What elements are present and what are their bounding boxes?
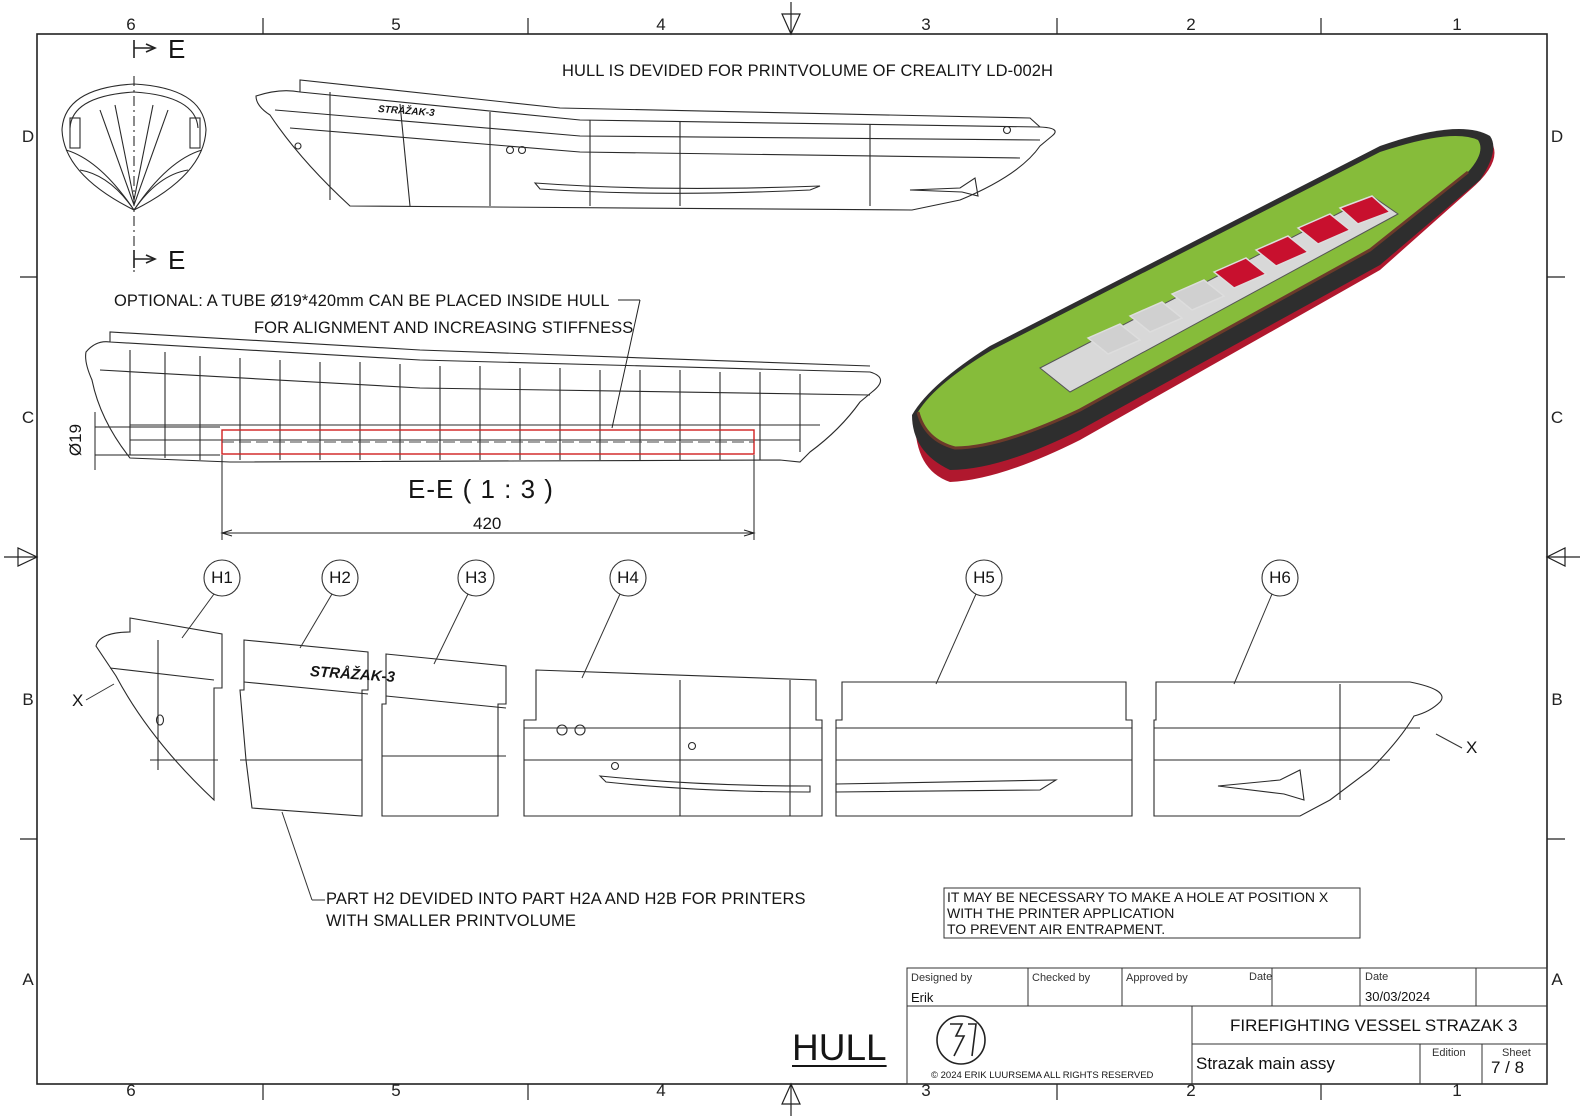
zone-top-5: 5	[391, 15, 401, 34]
air-entrapment-note-box	[943, 887, 1361, 939]
date-label-approval: Date	[1249, 971, 1273, 983]
zone-left-d: D	[21, 127, 35, 146]
optional-tube-note-line2: FOR ALIGNMENT AND INCREASING STIFFNESS	[254, 319, 634, 337]
tube-length-dimension: 420	[473, 514, 502, 533]
zone-top-6: 6	[126, 15, 136, 34]
balloon-h1: H1	[211, 568, 233, 587]
centering-marks	[4, 2, 1580, 1116]
zone-right-a: A	[1551, 970, 1563, 989]
optional-tube-note-line1: OPTIONAL: A TUBE Ø19*420mm CAN BE PLACED…	[114, 292, 610, 310]
balloon-h2: H2	[329, 568, 351, 587]
zone-bottom-3: 3	[921, 1081, 931, 1100]
air-note-line3: TO PREVENT AIR ENTRAPMENT.	[947, 921, 1166, 937]
zone-bottom-1: 1	[1452, 1081, 1462, 1100]
zone-top-2: 2	[1186, 15, 1196, 34]
balloon-h5: H5	[973, 568, 995, 587]
date-label: Date	[1365, 971, 1389, 983]
tube-diameter-dimension: Ø19	[66, 423, 86, 457]
hold-compartments	[1086, 195, 1392, 355]
segment-h6	[1153, 681, 1443, 817]
zone-bottom-2: 2	[1186, 1081, 1196, 1100]
hull-split-note: HULL IS DEVIDED FOR PRINTVOLUME OF CREAL…	[562, 62, 1054, 80]
sheet-label: Sheet	[1502, 1047, 1531, 1059]
h2-split-note-line2: WITH SMALLER PRINTVOLUME	[326, 912, 576, 930]
zone-top-4: 4	[656, 15, 666, 34]
approved-by-label: Approved by	[1126, 972, 1188, 984]
zone-bottom-4: 4	[656, 1081, 666, 1100]
segment-h2	[239, 639, 369, 817]
balloon-leaders	[85, 593, 1463, 901]
position-x-left: X	[72, 691, 84, 710]
zone-right-d: D	[1550, 127, 1564, 146]
zone-right-c: C	[1550, 408, 1564, 427]
section-marker-top: E	[168, 34, 186, 64]
checked-by-label: Checked by	[1032, 972, 1091, 984]
position-x-right: X	[1466, 738, 1478, 757]
segment-h3	[381, 653, 507, 817]
balloon-h3: H3	[465, 568, 487, 587]
air-note-line1: IT MAY BE NECESSARY TO MAKE A HOLE AT PO…	[947, 889, 1329, 905]
section-marker-bottom: E	[168, 245, 186, 275]
zone-right-b: B	[1551, 690, 1563, 709]
alignment-tube	[221, 429, 755, 455]
designed-by-label: Designed by	[911, 972, 973, 984]
drawing-title: FIREFIGHTING VESSEL STRAZAK 3	[1230, 1016, 1518, 1035]
date-value: 30/03/2024	[1365, 989, 1431, 1004]
zone-left-b: B	[22, 690, 34, 709]
sheet-number: 7 / 8	[1491, 1058, 1525, 1077]
zone-left-c: C	[21, 408, 35, 427]
section-cut-marks	[133, 40, 157, 268]
zone-left-a: A	[22, 970, 34, 989]
sheet-frame	[36, 33, 1548, 1085]
copyright: © 2024 ERIK LUURSEMA ALL RIGHTS RESERVED	[931, 1070, 1154, 1081]
segment-h5	[835, 681, 1133, 817]
h2-split-note-line1: PART H2 DEVIDED INTO PART H2A AND H2B FO…	[326, 890, 806, 908]
designed-by-value: Erik	[911, 990, 934, 1005]
logo	[936, 1015, 986, 1065]
zone-bottom-5: 5	[391, 1081, 401, 1100]
air-note-line2: WITH THE PRINTER APPLICATION	[947, 905, 1175, 921]
balloon-h6: H6	[1269, 568, 1291, 587]
zone-top-3: 3	[921, 15, 931, 34]
section-ee-view	[85, 331, 882, 463]
balloon-h4: H4	[617, 568, 639, 587]
drawing-subtitle: Strazak main assy	[1196, 1054, 1335, 1073]
zone-bottom-6: 6	[126, 1081, 136, 1100]
segment-h1	[95, 617, 223, 802]
front-view	[61, 76, 207, 272]
zone-ticks	[20, 18, 1565, 1100]
section-dimensions	[94, 299, 756, 540]
section-title: E-E ( 1 : 3 )	[408, 474, 554, 504]
zone-top-1: 1	[1452, 15, 1462, 34]
isometric-render	[912, 128, 1495, 482]
segment-h4	[523, 669, 823, 817]
title-block-lines	[906, 967, 1548, 1085]
balloon-circles	[203, 559, 1299, 597]
edition-label: Edition	[1432, 1047, 1466, 1059]
side-view-top	[255, 79, 1056, 211]
part-name: HULL	[792, 1027, 887, 1068]
